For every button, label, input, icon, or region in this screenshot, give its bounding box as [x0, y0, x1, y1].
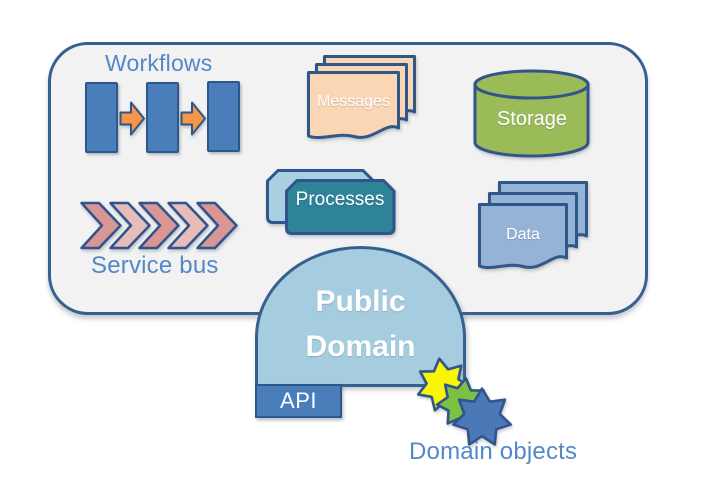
service-bus-chevrons-icon: [80, 201, 238, 250]
processes-stack-icon: [266, 169, 396, 235]
domain-objects-label: Domain objects: [409, 438, 578, 465]
arrow-right-icon: [180, 101, 206, 136]
public-domain-dome: Public Domain: [255, 246, 466, 387]
data-documents-icon: [478, 181, 588, 270]
data-label: Data: [506, 226, 540, 243]
api-box: API: [255, 384, 342, 418]
service-bus-label: Service bus: [91, 252, 219, 279]
api-label: API: [280, 388, 317, 413]
arrow-right-icon: [119, 101, 145, 136]
workflow-step-icon: [146, 82, 179, 153]
storage-label: Storage: [496, 108, 568, 130]
workflow-step-icon: [85, 82, 118, 153]
processes-label: Processes: [295, 189, 385, 210]
public-domain-label-line1: Public: [315, 284, 406, 318]
messages-documents-icon: [307, 55, 416, 140]
storage-cylinder-icon: [473, 69, 590, 158]
star-blue-icon: [453, 389, 510, 445]
public-domain-label-line2: Domain: [305, 329, 416, 363]
workflows-label: Workflows: [105, 50, 213, 76]
domain-objects-stars-icon: [405, 352, 525, 454]
workflow-step-icon: [207, 81, 240, 152]
messages-label: Messages: [317, 93, 390, 110]
